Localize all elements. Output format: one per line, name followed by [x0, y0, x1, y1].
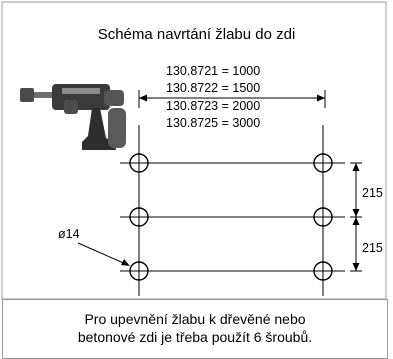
width-dimension	[138, 90, 326, 108]
diameter-leader	[77, 242, 130, 266]
part-length-1: 130.8721 = 1000	[166, 64, 260, 78]
part-length-3: 130.8723 = 2000	[166, 99, 260, 113]
spacing-label-upper: 215	[362, 186, 383, 200]
diagram-frame	[1, 1, 387, 300]
caption: Pro upevnění žlabu k dřevěné nebo betono…	[3, 310, 387, 346]
part-length-2: 130.8722 = 1500	[166, 81, 260, 95]
spacing-label-lower: 215	[362, 241, 383, 255]
caption-box: Pro upevnění žlabu k dřevěné nebo betono…	[2, 299, 388, 359]
caption-line-1: Pro upevnění žlabu k dřevěné nebo	[84, 311, 306, 327]
hole-diameter-label: ø14	[58, 227, 80, 241]
diagram-title: Schéma navrtání žlabu do zdi	[97, 26, 296, 43]
center-lines	[120, 125, 345, 296]
part-length-4: 130.8725 = 3000	[166, 116, 260, 130]
drill-icon	[20, 84, 126, 150]
spacing-dimension	[350, 162, 362, 272]
caption-line-2: betonové zdi je třeba použít 6 šroubů.	[77, 329, 313, 345]
